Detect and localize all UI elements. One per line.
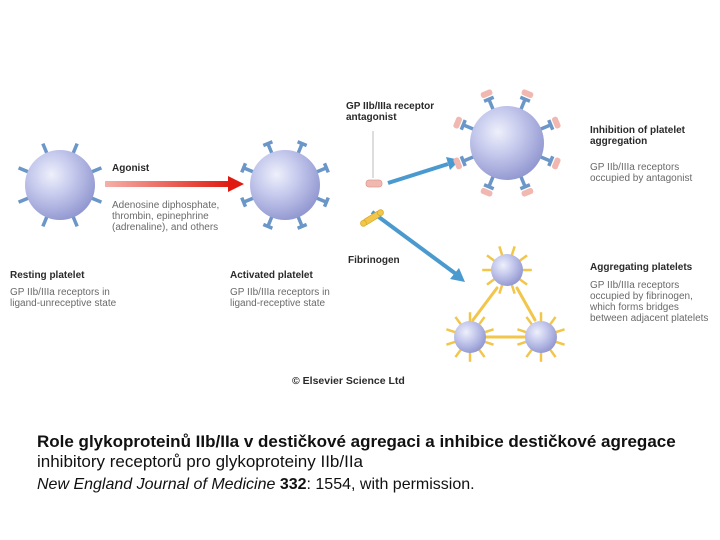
fibrinogen-label: Fibrinogen [348, 255, 400, 266]
receptor-head [459, 155, 467, 167]
blue-arrow-upper [387, 157, 460, 185]
caption-line-1: Role glykoproteinů IIb/IIa v destičkové … [37, 432, 676, 451]
inhibition-title: Inhibition of platelet aggregation [590, 125, 685, 147]
resting-platelet-title: Resting platelet [10, 270, 85, 281]
platelet-body [250, 150, 320, 220]
antagonist-molecule [365, 179, 383, 188]
platelet-body [470, 106, 544, 180]
agonist-arrow [105, 176, 244, 192]
aggregating-platelet-right [517, 312, 565, 362]
antagonist-pointer [365, 131, 383, 188]
receptor-head [296, 222, 308, 230]
antagonist-bound [551, 157, 561, 170]
caption-line-2: inhibitory receptorů pro glykoproteiny I… [37, 452, 364, 471]
receptor-head [483, 95, 495, 103]
inhibition-description: GP IIb/IIIa receptors occupied by antago… [590, 162, 693, 184]
resting-platelet-description: GP IIb/IIIa receptors in ligand-unrecept… [10, 287, 117, 309]
receptor [462, 154, 476, 163]
receptor-head [296, 140, 308, 148]
receptor-head [322, 162, 330, 174]
resting-platelet [17, 142, 103, 228]
receptor [538, 154, 552, 163]
platelet-body [491, 254, 523, 286]
platelet-body [454, 321, 486, 353]
receptor [518, 174, 527, 188]
receptor-head [262, 222, 274, 230]
aggregating-platelet-left [446, 312, 494, 362]
aggregating-title: Aggregating platelets [590, 262, 693, 273]
citation: New England Journal of Medicine 332: 155… [37, 476, 475, 494]
receptor-head [547, 119, 555, 131]
antagonist-bound [521, 89, 534, 99]
receptor-head [519, 95, 531, 103]
platelet-body [25, 150, 95, 220]
receptor [487, 98, 496, 112]
activated-platelet [240, 140, 330, 230]
inhibited-platelet [453, 89, 561, 197]
citation-journal: New England Journal of Medicine [37, 476, 276, 493]
receptor [487, 174, 496, 188]
receptor-head [262, 140, 274, 148]
antagonist-bound [453, 157, 463, 170]
fibrinogen-molecule [360, 209, 384, 227]
agonist-title: Agonist [112, 163, 150, 174]
aggregating-platelet-top [482, 246, 532, 294]
agonist-description: Adenosine diphosphate, thrombin, epineph… [112, 200, 220, 233]
antagonist-bound [480, 187, 493, 197]
antagonist-bound [551, 116, 561, 129]
antagonist-bound [521, 187, 534, 197]
receptor [518, 98, 527, 112]
receptor-head [459, 119, 467, 131]
receptor-head [240, 162, 248, 174]
receptor [462, 123, 476, 132]
citation-rest: : 1554, with permission. [306, 476, 475, 493]
receptor-head [519, 183, 531, 191]
antagonist-bound [453, 116, 463, 129]
blue-arrow-lower [370, 210, 465, 282]
receptor-head [322, 196, 330, 208]
receptor-head [547, 155, 555, 167]
receptor-head [483, 183, 495, 191]
antagonist-bound [480, 89, 493, 99]
citation-volume: 332 [279, 476, 307, 493]
activated-platelet-description: GP IIb/IIIa receptors in ligand-receptiv… [230, 287, 330, 309]
aggregating-description: GP IIb/IIIa receptors occupied by fibrin… [590, 280, 709, 324]
platelet-body [525, 321, 557, 353]
activated-platelet-title: Activated platelet [230, 270, 313, 281]
copyright: © Elsevier Science Ltd [292, 375, 405, 387]
antagonist-title: GP IIb/IIIa receptor antagonist [346, 101, 435, 123]
fibrinogen-bridges [471, 286, 537, 339]
receptor-head [240, 196, 248, 208]
receptor [538, 123, 552, 132]
